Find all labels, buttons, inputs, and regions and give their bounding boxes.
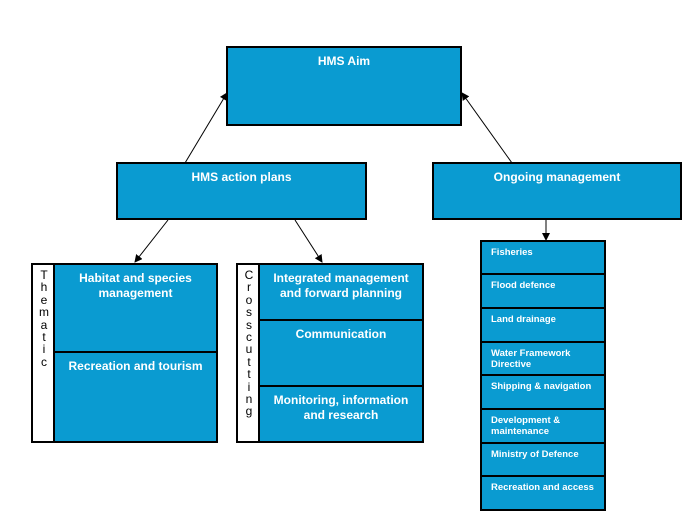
crosscutting-item-communication: Communication (258, 319, 424, 387)
ongoing-item-flood-defence: Flood defence (480, 273, 606, 309)
crosscutting-item-integrated: Integrated management and forward planni… (258, 263, 424, 321)
arrow-actionplans-to-thematic (134, 219, 169, 263)
thematic-item-recreation: Recreation and tourism (53, 351, 218, 443)
ongoing-item-label: Recreation and access (491, 482, 594, 493)
ongoing-item-label: Flood defence (491, 280, 556, 291)
ongoing-item-label: Ministry of Defence (491, 449, 579, 460)
hms-aim-label: HMS Aim (317, 54, 371, 68)
ongoing-item-land-drainage: Land drainage (480, 307, 606, 343)
crosscutting-item-label: Communication (295, 327, 387, 341)
crosscutting-item-label: Monitoring, information and research (273, 393, 409, 422)
arrow-actionplans-to-aim (184, 92, 228, 164)
ongoing-management-label: Ongoing management (493, 170, 621, 184)
crosscutting-item-monitoring: Monitoring, information and research (258, 385, 424, 443)
hms-aim-box: HMS Aim (226, 46, 462, 126)
ongoing-item-label: Land drainage (491, 314, 556, 325)
arrow-ongoing-to-aim (461, 92, 513, 164)
hms-action-plans-box: HMS action plans (116, 162, 367, 220)
thematic-item-label: Recreation and tourism (68, 359, 203, 373)
hms-action-plans-label: HMS action plans (191, 170, 292, 184)
ongoing-item-recreation-access: Recreation and access (480, 475, 606, 511)
arrow-actionplans-to-crosscutting (294, 219, 323, 263)
ongoing-item-water-framework: Water Framework Directive (480, 341, 606, 376)
thematic-item-habitat: Habitat and species management (53, 263, 218, 353)
ongoing-item-shipping: Shipping & navigation (480, 374, 606, 410)
ongoing-item-fisheries: Fisheries (480, 240, 606, 275)
ongoing-item-ministry-defence: Ministry of Defence (480, 442, 606, 477)
crosscutting-item-label: Integrated management and forward planni… (273, 271, 409, 300)
ongoing-item-label: Water Framework Directive (491, 348, 571, 370)
ongoing-item-label: Development & maintenance (491, 415, 561, 437)
ongoing-item-development: Development & maintenance (480, 408, 606, 444)
ongoing-item-label: Fisheries (491, 247, 533, 258)
thematic-item-label: Habitat and species management (79, 271, 192, 300)
ongoing-item-label: Shipping & navigation (491, 381, 592, 392)
ongoing-management-box: Ongoing management (432, 162, 682, 220)
